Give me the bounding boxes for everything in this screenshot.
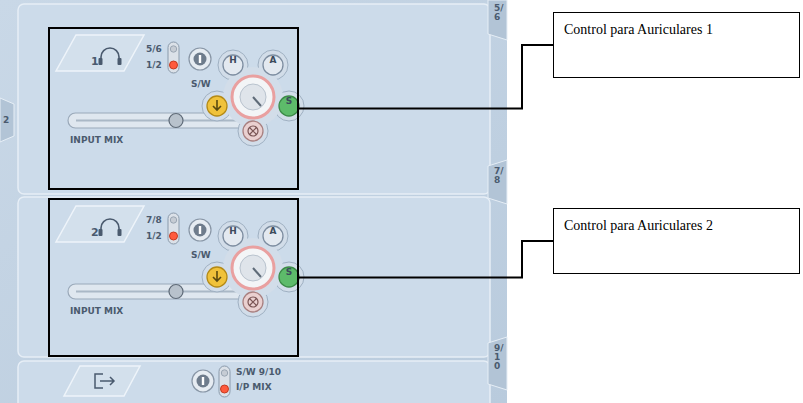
channel-pair: 1/2 (146, 231, 162, 242)
output-icon (95, 374, 114, 388)
headphone-section-graphics (56, 35, 304, 146)
source-label: S/W (191, 250, 211, 261)
button-letter: S (279, 96, 299, 107)
callout-text: Control para Auriculares 2 (564, 217, 789, 234)
headphone-section-graphics (56, 206, 304, 317)
channel-pair: 7/8 (146, 215, 162, 226)
button-letter: S (279, 267, 299, 278)
headphone-number: 2 (91, 227, 99, 238)
side-tab (488, 160, 507, 204)
led-on (221, 385, 229, 393)
tab-label: 5/6 (494, 4, 500, 22)
row-panel (18, 4, 490, 194)
callout-box: Control para Auriculares 1 (553, 12, 800, 78)
button-letter: H (223, 55, 243, 66)
panel-background (0, 0, 507, 403)
select-button-core (197, 375, 210, 388)
callout-text: Control para Auriculares 1 (564, 21, 789, 38)
headphone-section: 1 5/6 1/2S/W H A S INPUT MIX (48, 27, 299, 190)
led-switch (219, 366, 230, 397)
headphone-number: 1 (91, 56, 99, 67)
led-off (221, 370, 227, 376)
side-tab (0, 98, 14, 142)
callout-box: Control para Auriculares 2 (553, 208, 800, 274)
select-button (192, 370, 214, 392)
button-letter: A (263, 226, 283, 237)
headphone-section: 2 7/8 1/2S/W H A S INPUT MIX (48, 198, 299, 357)
leader-line (299, 241, 553, 278)
tab-label: 2 (3, 115, 9, 125)
channel-pair: 1/2 (146, 60, 162, 71)
side-tab (488, 337, 507, 390)
button-letter: H (223, 226, 243, 237)
tab-label: 9/10 (494, 344, 500, 371)
row-panel (18, 361, 490, 403)
select-button-mark (202, 377, 204, 385)
tab-label: 7/8 (494, 167, 500, 185)
source-label: I/P MIX (236, 382, 272, 392)
slider-label: INPUT MIX (70, 306, 123, 317)
leader-line (299, 45, 553, 109)
icon-plate (64, 366, 140, 396)
slider-label: INPUT MIX (70, 135, 123, 146)
button-letter: A (263, 55, 283, 66)
source-label: S/W 9/10 (236, 367, 281, 377)
channel-pair: 5/6 (146, 44, 162, 55)
side-tab (488, 0, 507, 40)
source-label: S/W (191, 79, 211, 90)
